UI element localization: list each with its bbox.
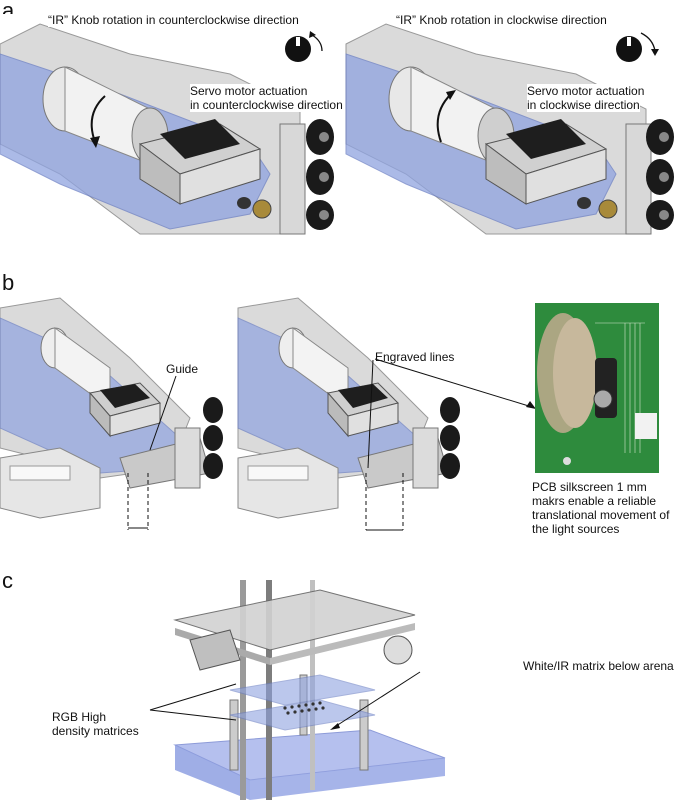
- rgb-label-line1: RGB High: [52, 710, 107, 724]
- a-left-servo-line2: in counterclockwise direction: [190, 98, 343, 112]
- a-right-servo-line1: Servo motor actuation: [527, 84, 645, 98]
- white-ir-label: White/IR matrix below arena: [523, 659, 674, 673]
- knob-ccw-icon: [285, 31, 323, 62]
- pcb-caption-line1: PCB silkscreen 1 mm: [532, 480, 647, 494]
- a-left-title: “IR” Knob rotation in counterclockwise d…: [48, 13, 299, 27]
- guide-label: Guide: [166, 362, 199, 376]
- a-right-title: “IR” Knob rotation in clockwise directio…: [396, 13, 607, 27]
- knob-cw-icon: [616, 32, 659, 62]
- rgb-label-line2: density matrices: [52, 724, 139, 738]
- render-c: [149, 580, 446, 800]
- servo-motor-icon: [138, 119, 262, 205]
- pcb-caption-line2: makrs enable a reliable: [532, 494, 657, 508]
- rotation-arrow-icon: [436, 93, 452, 143]
- panel-letter-b: b: [2, 270, 15, 295]
- servo-motor-icon: [484, 119, 608, 205]
- engraved-arrow: [374, 358, 536, 409]
- a-right-servo-line2: in clockwise direction: [527, 98, 640, 112]
- render-a-left: [0, 14, 345, 235]
- panel-letter-c: c: [2, 568, 13, 593]
- pcb-caption-line3: translational movement of: [532, 508, 670, 522]
- engraved-lines-label: Engraved lines: [375, 350, 455, 364]
- pcb-photo: [535, 303, 659, 473]
- pcb-caption-line4: the light sources: [532, 522, 620, 536]
- knob-stack-a-left: [306, 119, 334, 230]
- a-left-servo-line1: Servo motor actuation: [190, 84, 308, 98]
- render-b-left: [0, 297, 223, 530]
- knob-stack-a-right: [646, 119, 674, 230]
- render-b-middle: [237, 297, 460, 531]
